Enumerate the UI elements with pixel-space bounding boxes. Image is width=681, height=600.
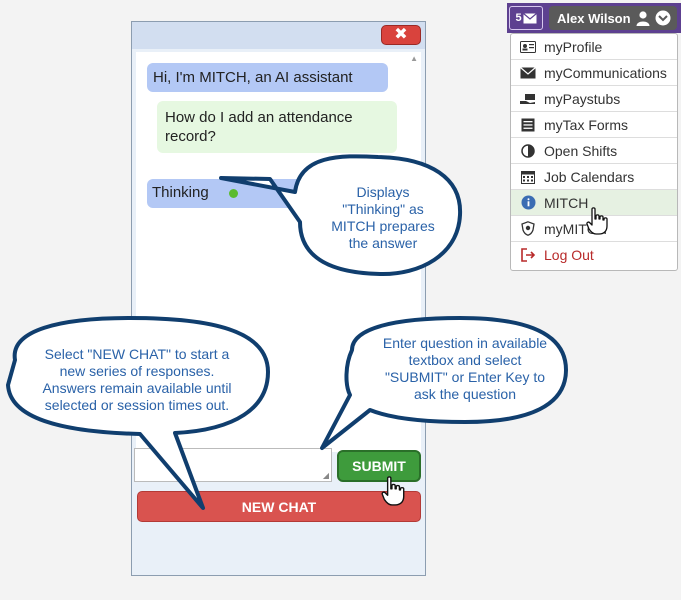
user-icon <box>636 10 650 26</box>
menu-item-mytax-forms[interactable]: myTax Forms <box>511 112 677 138</box>
callout-line: textbox and select <box>408 352 522 368</box>
close-button[interactable]: ✖ <box>381 25 421 45</box>
menu-item-label: myTax Forms <box>544 116 628 133</box>
callout-line: Answers remain available until <box>42 380 232 396</box>
callout-line: selected or session times out. <box>44 397 230 413</box>
money-hand-icon <box>520 91 536 107</box>
user-name: Alex Wilson <box>557 10 631 26</box>
menu-item-log-out[interactable]: Log Out <box>511 242 677 268</box>
chat-header: ✖ <box>132 22 425 49</box>
envelope-icon <box>520 65 536 81</box>
menu-item-label: myProfile <box>544 38 603 55</box>
menu-item-job-calendars[interactable]: Job Calendars <box>511 164 677 190</box>
menu-item-label: Job Calendars <box>544 168 635 185</box>
new-chat-callout-bubble <box>6 316 270 510</box>
user-message: How do I add an attendance record? <box>157 101 397 153</box>
assistant-message: Hi, I'm MITCH, an AI assistant <box>147 63 388 92</box>
chevron-down-icon <box>655 10 671 26</box>
menu-item-open-shifts[interactable]: Open Shifts <box>511 138 677 164</box>
callout-line: Displays <box>356 184 410 200</box>
callout-line: ask the question <box>414 386 516 402</box>
thinking-indicator-icon <box>229 189 238 198</box>
user-menu-button[interactable]: Alex Wilson <box>549 6 677 30</box>
menu-item-mypaystubs[interactable]: myPaystubs <box>511 86 677 112</box>
resize-grip-icon[interactable]: ◢ <box>322 471 329 480</box>
hand-cursor-icon <box>381 476 405 506</box>
user-dropdown-menu: myProfile myCommunications myPaystubs my… <box>510 33 678 271</box>
mail-count-badge: 5 <box>515 12 522 24</box>
menu-item-label: Open Shifts <box>544 142 618 159</box>
hand-cursor-icon <box>586 207 608 235</box>
logout-icon <box>520 247 536 263</box>
close-icon: ✖ <box>394 26 408 43</box>
callout-line: "Thinking" as <box>342 201 424 217</box>
menu-item-mycommunications[interactable]: myCommunications <box>511 60 677 86</box>
info-icon <box>520 195 536 211</box>
envelope-icon <box>522 12 537 23</box>
menu-item-label: Log Out <box>544 247 594 263</box>
thinking-callout-text: Displays "Thinking" as MITCH prepares th… <box>318 184 448 252</box>
menu-item-label: myPaystubs <box>544 90 621 107</box>
new-chat-callout-text: Select "NEW CHAT" to start a new series … <box>26 346 248 414</box>
callout-line: Select "NEW CHAT" to start a <box>44 346 230 362</box>
menu-item-label: MITCH <box>544 194 589 211</box>
scroll-up-arrow-icon[interactable]: ▲ <box>410 54 418 63</box>
submit-button[interactable]: SUBMIT <box>337 450 421 482</box>
callout-line: new series of responses. <box>59 363 215 379</box>
calendar-icon <box>520 169 536 185</box>
menu-item-mitch[interactable]: MITCH <box>511 190 677 216</box>
callout-line: Enter question in available <box>382 335 548 351</box>
submit-callout-bubble <box>320 316 568 450</box>
menu-item-label: myCommunications <box>544 64 667 81</box>
callout-line: MITCH prepares <box>331 218 435 234</box>
id-card-icon <box>520 39 536 55</box>
thinking-callout-bubble <box>219 154 463 277</box>
shield-icon <box>520 221 536 237</box>
submit-callout-text: Enter question in available textbox and … <box>370 335 560 403</box>
half-circle-icon <box>520 143 536 159</box>
new-chat-button[interactable]: NEW CHAT <box>137 491 421 522</box>
callout-line: "SUBMIT" or Enter Key to <box>384 369 546 385</box>
mail-button[interactable]: 5 <box>509 6 543 30</box>
callout-line: the answer <box>348 235 418 251</box>
menu-item-myprofile[interactable]: myProfile <box>511 34 677 60</box>
tax-form-icon <box>520 117 536 133</box>
